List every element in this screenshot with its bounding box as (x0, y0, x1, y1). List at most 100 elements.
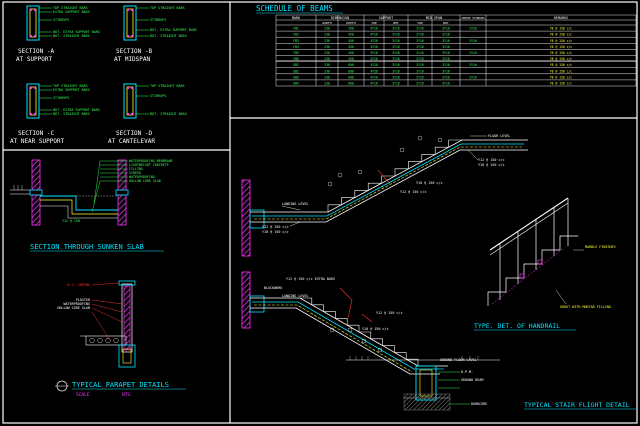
schedule-title: SCHEDULE OF BEAMS (256, 4, 333, 13)
sunken-note-6: HOLLOW CORE SLAB (129, 179, 161, 183)
stair-bar-upper-1: Y12 @ 150 c/c (478, 158, 505, 162)
label-bot-straight-d: BOT. STRAIGHT BARS (150, 112, 187, 116)
stair-bar-upper-4: Y12 @ 150 c/c (400, 190, 427, 194)
schedule-cell: 3Y16 (442, 51, 450, 55)
label-stirrups-b: STIRRUPS (150, 18, 166, 22)
schedule-header: DIMENSION (331, 16, 349, 20)
schedule-cell: 4Y20 (370, 57, 378, 61)
section-b-subtitle: AT MIDSPAN (114, 56, 151, 63)
schedule-cell: 230 (324, 33, 330, 37)
schedule-cell: 3Y20 (442, 75, 450, 79)
handrail-title: TYPE. DET. OF HANDRAIL (474, 322, 560, 330)
schedule-cell: GB2 (293, 69, 299, 73)
schedule-cell: 2Y16 (416, 39, 424, 43)
stair-title: TYPICAL STAIR FLIGHT DETAIL (524, 401, 630, 409)
schedule-cell: FB5 (293, 51, 299, 55)
schedule-cell: 450 (348, 45, 354, 49)
schedule-cell: 230 (324, 39, 330, 43)
schedule-cell: Y8 @ 150 c/c (550, 75, 572, 79)
schedule-cell: 2Y16 (416, 75, 424, 79)
schedule-subheader: BOT (443, 21, 449, 25)
schedule-subheader: DEPTH (346, 21, 355, 25)
schedule-cell: 3Y20 (442, 63, 450, 67)
schedule-cell: 2Y16 (469, 63, 477, 67)
schedule-cell: 600 (348, 82, 354, 86)
schedule-cell: 2Y16 (416, 63, 424, 67)
stair-bar-upper-3: Y10 @ 150 c/c (416, 181, 443, 185)
schedule-cell: 230 (324, 69, 330, 73)
schedule-cell: Y8 @ 150 c/c (550, 33, 572, 37)
label-stirrups-a: STIRRUPS (53, 18, 69, 22)
schedule-cell: 3Y16 (442, 39, 450, 43)
stair-landing-upper: LANDING LEVEL (282, 202, 309, 206)
parapet-note-2: PLASTER (76, 298, 91, 302)
section-a-title: SECTION -A (18, 48, 55, 55)
stair-ground-floor: GROUND FLOOR LEVEL (440, 358, 477, 362)
section-c-drawing: TOP STRAIGHT BARS EXTRA SUPPORT BARS STI… (10, 83, 100, 145)
schedule-cell: 3Y16 (442, 33, 450, 37)
stair-upper-flight: FLOOR LEVEL Y12 @ 150 c/c Y10 @ 150 c/c … (241, 134, 528, 257)
label-bot-straight-c: BOT. STRAIGHT BARS (53, 112, 90, 116)
label-stirrups-d: STIRRUPS (150, 94, 166, 98)
schedule-cell: Y8 @ 150 c/c (550, 39, 572, 43)
schedule-cell: 4Y16 (370, 33, 378, 37)
schedule-cell: 2Y16 (469, 27, 477, 31)
schedule-subheader: TOP (371, 21, 377, 25)
schedule-cell: 2Y16 (416, 33, 424, 37)
section-a-subtitle: AT SUPPORT (16, 56, 53, 63)
sunken-note-1: WATERPROOFING MEMBRANE (129, 159, 173, 163)
label-extra-support-a: EXTRA SUPPORT BARS (53, 10, 90, 14)
schedule-cell: 2Y16 (469, 39, 477, 43)
stair-bar-lower-extra: Y12 @ 150 c/c EXTRA BARS (286, 277, 335, 281)
schedule-cell: 4Y16 (370, 45, 378, 49)
label-extra-support-c: EXTRA SUPPORT BARS (53, 88, 90, 92)
schedule-cell: 2Y16 (416, 51, 424, 55)
section-c-subtitle: AT NEAR SUPPORT (10, 138, 65, 145)
schedule-cell: 230 (324, 51, 330, 55)
label-bot-extra-a: BOT. EXTRA SUPPORT BARS (53, 30, 100, 34)
schedule-cell: 230 (324, 27, 330, 31)
parapet-detail: R.C. COPING PLASTER WATERPROOFING HOLLOW… (55, 280, 186, 398)
schedule-cell: 3Y16 (392, 45, 400, 49)
schedule-header: MID SPAN (426, 16, 442, 20)
label-top-straight-d: TOP STRAIGHT BARS (150, 84, 185, 88)
parapet-note-3: WATERPROOFING (63, 302, 90, 306)
section-d-title: SECTION -D (116, 130, 153, 137)
schedule-cell: 4Y20 (370, 39, 378, 43)
schedule-cell: 3Y16 (442, 69, 450, 73)
schedule-cell: 450 (348, 33, 354, 37)
schedule-cell: 3Y16 (442, 57, 450, 61)
schedule-cell: Y8 @ 150 c/c (550, 82, 572, 86)
schedule-cell: Y8 @ 150 c/c (550, 63, 572, 67)
schedule-cell: 3Y16 (392, 33, 400, 37)
schedule-cell: 3Y16 (442, 45, 450, 49)
schedule-cell: 2Y16 (416, 27, 424, 31)
schedule-cell: Y8 @ 150 c/c (550, 27, 572, 31)
sunken-bar-note: Y12 @ 150 (62, 219, 80, 223)
schedule-cell: 2Y16 (416, 82, 424, 86)
schedule-header: MARK (292, 16, 301, 20)
stair-floor-level: FLOOR LEVEL (488, 134, 510, 138)
schedule-cell: 3Y16 (442, 82, 450, 86)
schedule-cell: 450 (348, 51, 354, 55)
schedule-cell: 2Y16 (416, 57, 424, 61)
parapet-note-4: HOLLOW CORE SLAB (57, 306, 90, 310)
schedule-cell: 3Y16 (392, 27, 400, 31)
schedule-cell: 450 (348, 39, 354, 43)
schedule-cell: 4Y16 (370, 27, 378, 31)
schedule-cell: 3Y16 (442, 27, 450, 31)
label-bot-straight-a: BOT. STRAIGHT BARS (53, 34, 90, 38)
sunken-note-4: SCREED (129, 171, 141, 175)
schedule-cell: 3Y16 (392, 69, 400, 73)
stair-bar-upper-5: Y12 @ 150 c/c (262, 225, 289, 229)
label-bot-extra-c: BOT. EXTRA SUPPORT BARS (53, 108, 100, 112)
schedule-cell: 3Y16 (392, 39, 400, 43)
schedule-cell: 230 (324, 63, 330, 67)
stair-hardcore: HARDCORE (471, 402, 487, 406)
schedule-cell: FB3 (293, 39, 299, 43)
section-d-drawing: TOP STRAIGHT BARS STIRRUPS BOT. STRAIGHT… (108, 83, 187, 145)
stair-bar-lower-1: Y12 @ 150 c/c (376, 311, 403, 315)
label-top-straight-c: TOP STRAIGHT BARS (53, 84, 88, 88)
section-c-title: SECTION -C (18, 130, 55, 137)
